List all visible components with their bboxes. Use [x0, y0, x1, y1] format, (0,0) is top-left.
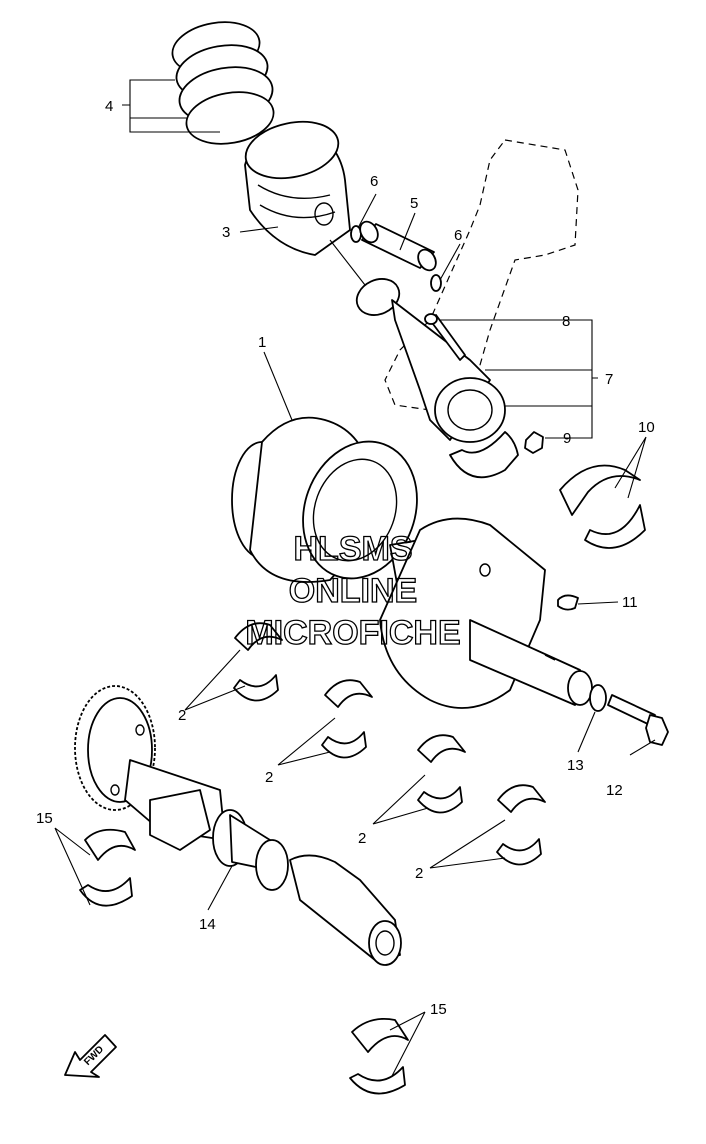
label-14: 14: [199, 916, 216, 933]
piston-pin: [359, 220, 437, 272]
big-end-bearings: [559, 464, 646, 549]
label-6-left: 6: [370, 173, 378, 190]
label-15-lower: 15: [430, 1001, 447, 1018]
label-9: 9: [563, 430, 571, 447]
balancer-bearing-pair-2: [349, 1017, 409, 1095]
main-bearing-pair-2: [321, 679, 373, 759]
piston-pin-clip: [430, 274, 442, 292]
label-12: 12: [606, 782, 623, 799]
rod-nut: [524, 431, 544, 454]
balancer-shaft: [74, 685, 402, 966]
piston: [244, 120, 351, 256]
label-2-c: 2: [358, 830, 366, 847]
label-7: 7: [605, 371, 613, 388]
label-4: 4: [105, 98, 113, 115]
watermark: HLSMS ONLINE MICROFICHE: [245, 529, 462, 652]
label-1: 1: [258, 334, 266, 351]
watermark-line-2: ONLINE: [289, 572, 417, 610]
connecting-rod: [355, 278, 506, 443]
label-6-right: 6: [454, 227, 462, 244]
main-bearing-pair-1: [233, 622, 283, 702]
main-bearing-pair-4: [496, 784, 546, 866]
crank-bolt: [607, 694, 669, 746]
watermark-line-3: MICROFICHE: [245, 614, 460, 652]
main-bearing-pair-3: [417, 734, 466, 814]
label-5: 5: [410, 195, 418, 212]
piston-rings: [171, 21, 275, 145]
rod-bolt: [424, 313, 466, 361]
fwd-arrow: FWD: [64, 1034, 117, 1078]
label-15-upper: 15: [36, 810, 53, 827]
label-13: 13: [567, 757, 584, 774]
leader-lines: [54, 79, 656, 1077]
balancer-bearing-pair-1: [79, 828, 136, 907]
woodruff-key: [557, 594, 579, 611]
label-11: 11: [622, 594, 638, 611]
washer: [589, 684, 607, 712]
watermark-line-1: HLSMS: [294, 530, 413, 568]
pin-axis-line: [329, 239, 366, 286]
label-2-b: 2: [265, 769, 273, 786]
label-8: 8: [562, 313, 570, 330]
label-3: 3: [222, 224, 230, 241]
rod-cap: [449, 431, 519, 479]
label-2-d: 2: [415, 865, 423, 882]
crankshaft: [231, 416, 593, 709]
label-2-a: 2: [178, 707, 186, 724]
label-10: 10: [638, 419, 655, 436]
